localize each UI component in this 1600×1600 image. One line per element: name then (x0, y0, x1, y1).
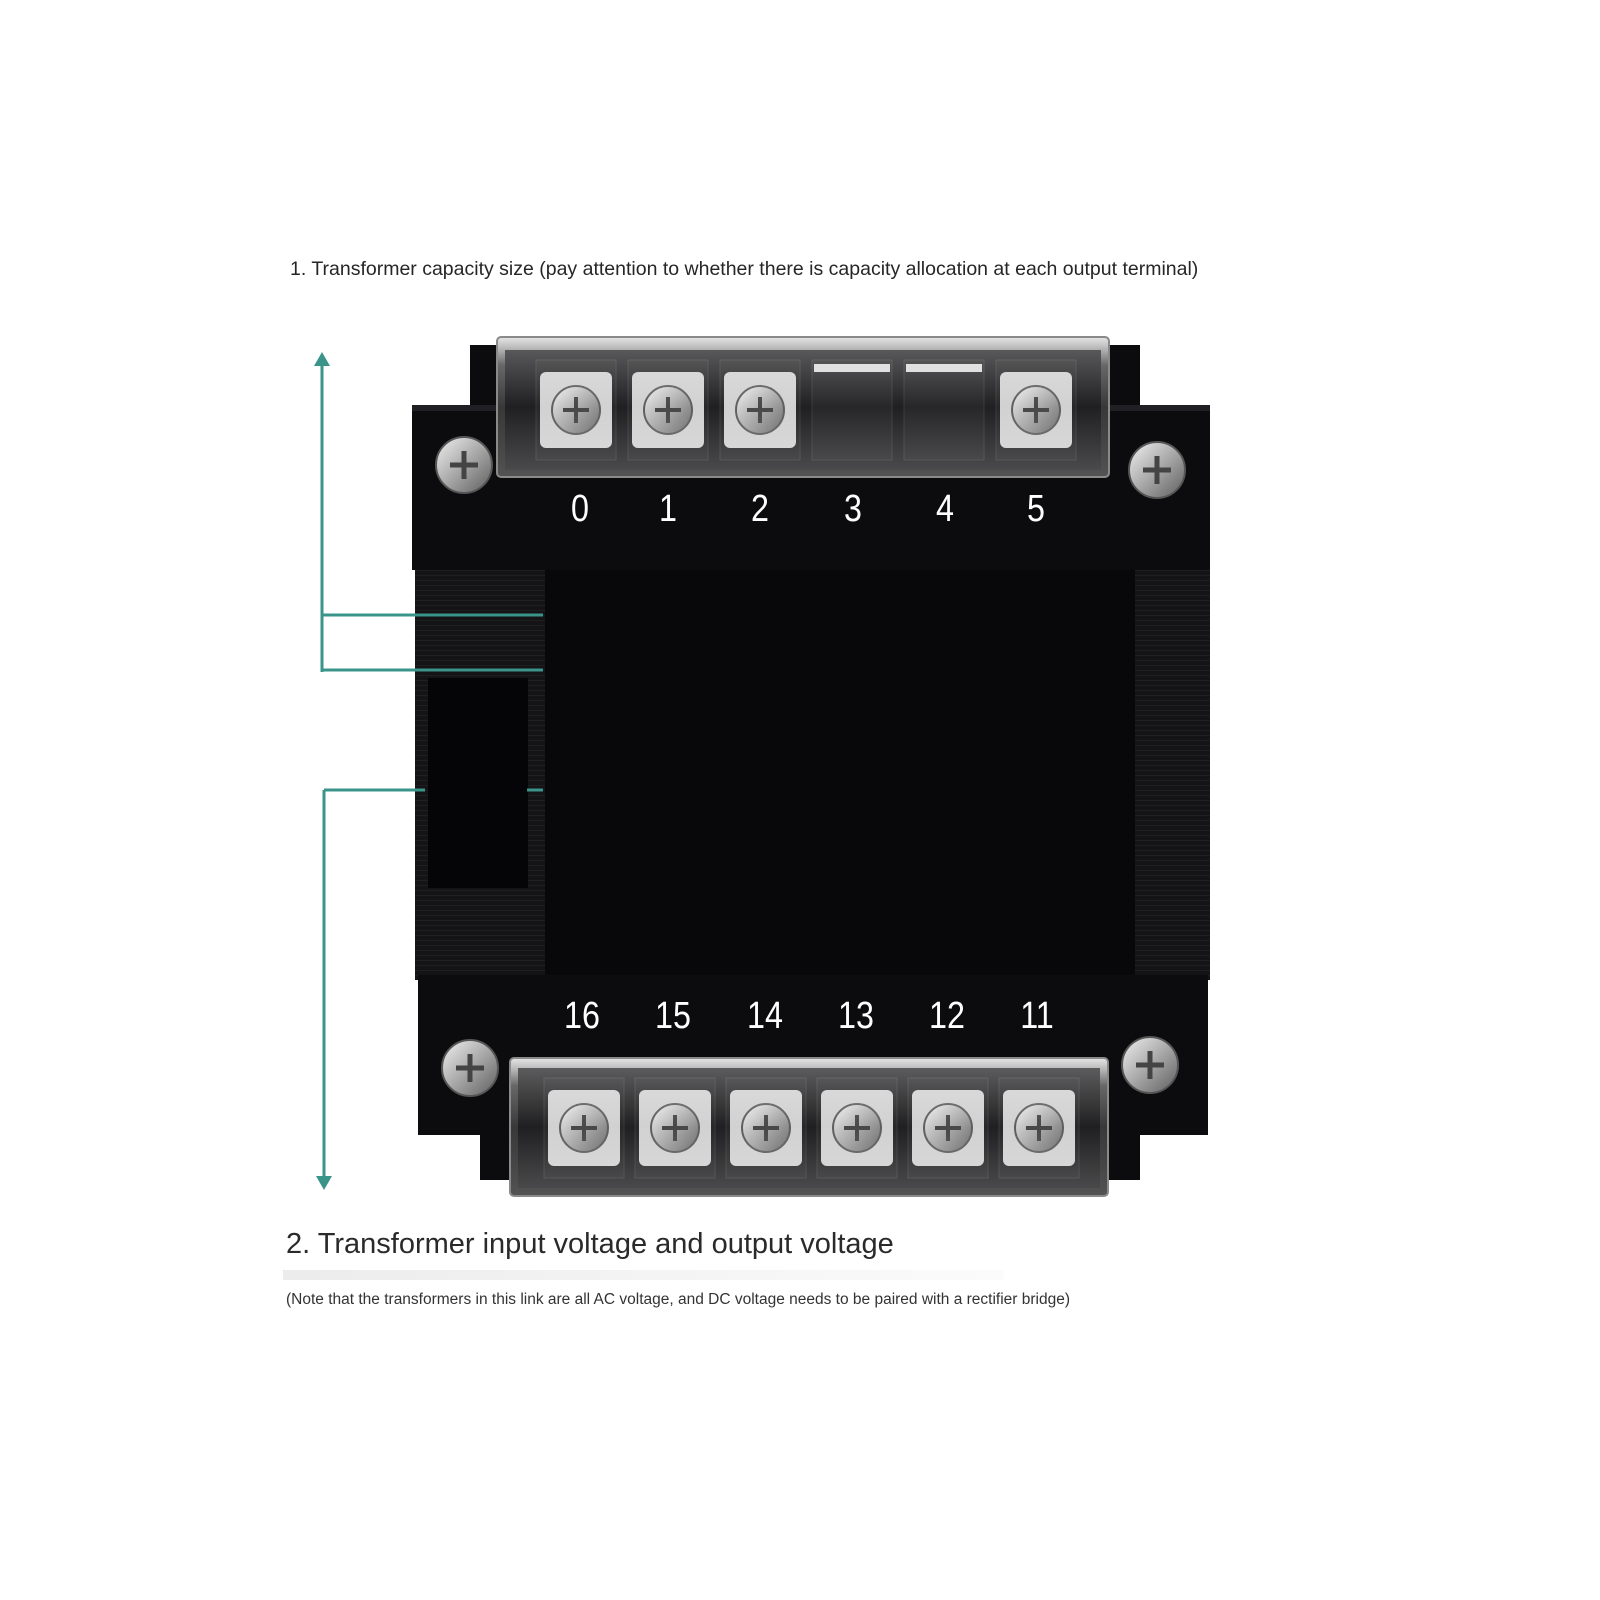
terminal-label-1: 1 (659, 488, 677, 530)
terminal-label-13: 13 (838, 995, 874, 1037)
note-caption: (Note that the transformers in this link… (286, 1291, 1071, 1308)
voltage-caption: 2. Transformer input voltage and output … (286, 1228, 894, 1260)
blurred-subtext-band (283, 1270, 1003, 1280)
arrow-up-icon (314, 352, 330, 366)
top-terminal-block (496, 336, 1110, 478)
capacity-caption: 1. Transformer capacity size (pay attent… (290, 258, 1199, 280)
mounting-screw-bottom-left (441, 1039, 499, 1097)
terminal-label-12: 12 (929, 995, 965, 1037)
mounting-screw-top-left (435, 436, 493, 494)
terminal-label-4: 4 (936, 488, 954, 530)
indicator-lines (320, 360, 543, 1180)
terminal-label-15: 15 (655, 995, 691, 1037)
terminal-label-2: 2 (751, 488, 769, 530)
terminal-label-3: 3 (844, 488, 862, 530)
terminal-label-14: 14 (747, 995, 783, 1037)
transformer-coil (545, 568, 1135, 988)
mounting-screw-bottom-right (1121, 1036, 1179, 1094)
terminal-label-16: 16 (564, 995, 600, 1037)
mounting-screw-top-right (1128, 441, 1186, 499)
terminal-label-11: 11 (1020, 995, 1054, 1037)
bottom-terminal-block (509, 1057, 1109, 1197)
arrow-down-icon (316, 1176, 332, 1190)
terminal-label-5: 5 (1027, 488, 1045, 530)
terminal-label-0: 0 (571, 488, 589, 530)
